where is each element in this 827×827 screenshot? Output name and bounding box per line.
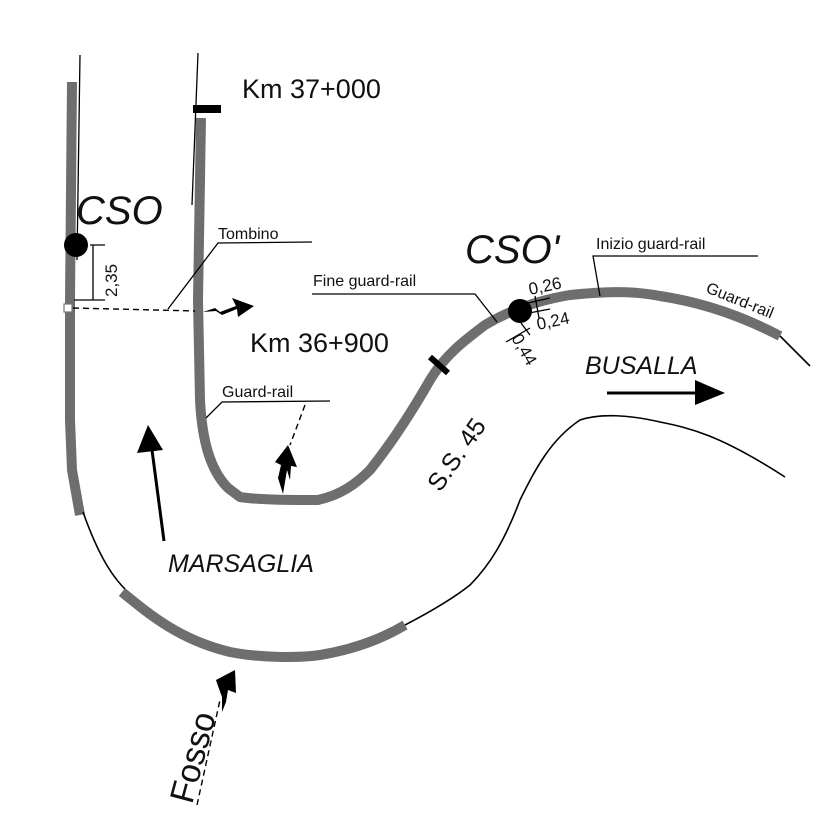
inizio-guard-rail-label: Inizio guard-rail: [596, 236, 705, 253]
road-name-label: S.S. 45: [422, 413, 492, 496]
km-37-label: Km 37+000: [242, 74, 381, 104]
cso-offset-value: 2,35: [102, 264, 121, 297]
right-road-edge: [779, 335, 811, 367]
cso-prime-point: [508, 299, 532, 323]
inizio-guard-rail-leader: [592, 255, 758, 297]
cso-prime-b-value: 0,24: [535, 308, 571, 333]
cso-prime-c-value: 0,44: [508, 331, 541, 369]
cso-label: CSO: [76, 189, 163, 233]
km-36-900-marker: [428, 354, 450, 376]
outer-road-edge-right: [404, 414, 786, 626]
km-36-900-label: Km 36+900: [250, 328, 389, 358]
tombino-flow-arrow: [203, 298, 254, 317]
guard-rail-left-outer: [65, 81, 85, 516]
cso-point: [64, 233, 88, 257]
cso-prime-label: CSO': [465, 228, 561, 272]
drain-flow-dashed: [289, 404, 306, 446]
marsaglia-arrow-head: [137, 425, 163, 453]
km-37-marker: [193, 105, 221, 113]
guard-rail-left-label: Guard-rail: [222, 384, 293, 401]
fosso-label: Fosso: [163, 708, 224, 807]
guard-rail-inner: [193, 117, 783, 505]
left-road-edge-top: [76, 54, 81, 261]
fine-guard-rail-leader: [312, 293, 498, 323]
fosso-dashed-line: [196, 699, 221, 806]
tombino-pipe: [72, 307, 196, 312]
tombino-marker: [63, 303, 73, 313]
fosso-flow-arrow: [216, 670, 236, 712]
tombino-label: Tombino: [218, 226, 279, 243]
cso-dimension: [74, 244, 105, 301]
outer-road-edge: [82, 511, 129, 593]
marsaglia-arrow-shaft: [150, 449, 166, 542]
drain-flow-arrow: [275, 445, 297, 494]
middle-road-edge-top: [191, 52, 199, 206]
tombino-leader: [167, 241, 313, 310]
busalla-label: BUSALLA: [585, 352, 698, 380]
guard-rail-bottom: [118, 588, 408, 662]
marsaglia-label: MARSAGLIA: [168, 550, 314, 578]
fine-guard-rail-label: Fine guard-rail: [313, 273, 416, 290]
guard-rail-left-leader: [205, 400, 331, 419]
busalla-arrow-head: [695, 380, 725, 405]
cso-prime-dimension: [505, 295, 551, 343]
